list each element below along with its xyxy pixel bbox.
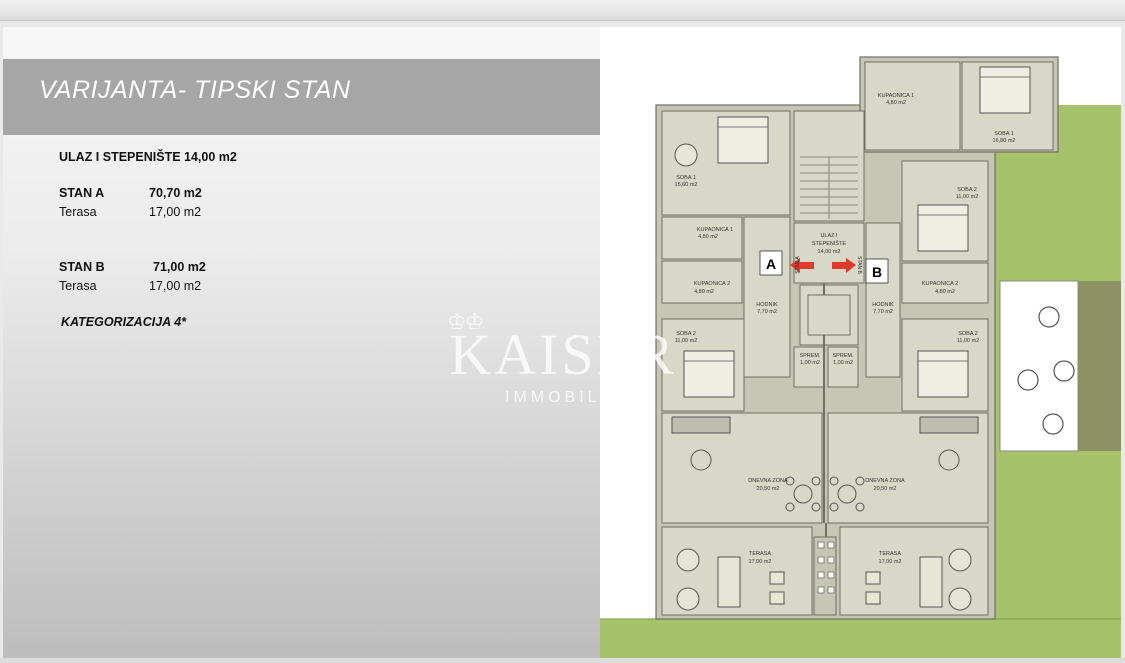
site-hedge: [1078, 281, 1121, 451]
label-stan-a-vertical: STAN A: [795, 256, 801, 274]
info-panel: VARIJANTA- TIPSKI STAN ULAZ I STEPENIŠTE…: [3, 27, 600, 658]
bed-icon: [917, 204, 969, 252]
stan-a-area: 70,70 m2: [149, 186, 202, 200]
dining-table-icon: [837, 484, 857, 504]
grass-strip: [600, 619, 1121, 658]
label-hodnik-b-area: 7,70 m2: [873, 309, 893, 315]
shaft: [813, 536, 837, 616]
tree-icon: [1017, 369, 1039, 391]
label-hodnik-b: HODNIK: [872, 302, 894, 308]
label-dnevna-b-area: 20,50 m2: [874, 486, 897, 492]
label-spremiste-b-area: 1,00 m2: [833, 360, 853, 366]
label-spremiste-b: SPREM.: [832, 353, 854, 359]
lounger-icon: [717, 556, 741, 608]
room-hodnik-a: [743, 216, 791, 378]
tree-icon: [1038, 306, 1060, 328]
title-band: [3, 59, 600, 135]
label-kupaonica1-a-area: 4,80 m2: [698, 234, 718, 240]
label-ulaz-area: 14,00 m2: [818, 249, 841, 255]
table-icon: [690, 449, 712, 471]
label-soba1-top: SOBA 1: [994, 131, 1014, 137]
label-kupaonica-top: KUPAONICA 1: [878, 93, 914, 99]
room-kupaonica-top: [864, 61, 961, 151]
label-soba2-b: SOBA 2: [957, 187, 977, 193]
room-hodnik-b: [865, 222, 901, 378]
label-soba1-a: SOBA 1: [676, 175, 696, 181]
label-soba1-a-area: 15,60 m2: [675, 182, 698, 188]
arrow-right-icon: [832, 258, 856, 273]
entrance-info: ULAZ I STEPENIŠTE 14,00 m2: [59, 150, 237, 164]
bed-icon: [683, 350, 735, 398]
plant-icon: [676, 587, 700, 611]
marker-b: B: [872, 264, 882, 280]
floor-plan: A B KUPAONICA 1 4,80 m2 SOBA 1 16,80 m2 …: [600, 27, 1121, 658]
stan-b-terrace-area: 17,00 m2: [149, 279, 202, 293]
sofa-icon: [671, 416, 731, 434]
label-ulaz: ULAZ I: [820, 233, 838, 239]
label-dnevna-b: DNEVNA ZONA: [865, 478, 905, 484]
label-soba2b-b: SOBA 2: [958, 331, 978, 337]
plant-icon: [948, 548, 972, 572]
stan-a-terrace-label: Terasa: [59, 205, 97, 219]
bed-icon: [717, 116, 769, 164]
category-label: KATEGORIZACIJA 4*: [61, 315, 187, 329]
lounger-icon: [919, 556, 943, 608]
label-soba2-a-area: 11,00 m2: [675, 338, 698, 344]
label-terasa-b: TERASA: [879, 551, 901, 557]
sofa-icon: [919, 416, 979, 434]
label-stan-b-vertical: STAN B: [856, 256, 862, 274]
label-kupaonica2-b-area: 4,80 m2: [935, 289, 955, 295]
table-icon: [938, 449, 960, 471]
tree-icon: [1042, 413, 1064, 435]
bed-icon: [917, 350, 969, 398]
label-hodnik-a: HODNIK: [756, 302, 778, 308]
label-dnevna-a-area: 20,50 m2: [757, 486, 780, 492]
label-kupaonica-top-area: 4,80 m2: [886, 100, 906, 106]
stan-a-terrace-area: 17,00 m2: [149, 205, 202, 219]
plant-icon: [676, 548, 700, 572]
floor-plan-drawing: A B KUPAONICA 1 4,80 m2 SOBA 1 16,80 m2 …: [600, 56, 1121, 658]
marker-a: A: [766, 256, 776, 272]
bed-icon: [979, 66, 1031, 114]
room-spremiste-a: [793, 346, 825, 388]
room-spremiste-b: [827, 346, 859, 388]
label-soba2b-b-area: 11,00 m2: [957, 338, 980, 344]
top-window-bar: [0, 0, 1125, 21]
label-hodnik-a-area: 7,70 m2: [757, 309, 777, 315]
label-soba2-b-area: 11,00 m2: [956, 194, 979, 200]
label-stepeniste: STEPENIŠTE: [812, 240, 847, 247]
presentation-slide: VARIJANTA- TIPSKI STAN ULAZ I STEPENIŠTE…: [3, 27, 1121, 658]
dining-table-icon: [793, 484, 813, 504]
label-terasa-a-area: 17,00 m2: [749, 559, 772, 565]
entrance-arrows: [790, 258, 856, 273]
label-soba1-top-area: 16,80 m2: [993, 138, 1016, 144]
arrow-left-icon: [790, 258, 814, 273]
label-dnevna-a: DNEVNA ZONA: [748, 478, 788, 484]
label-kupaonica2-a: KUPAONICA 2: [694, 281, 730, 287]
plant-icon: [674, 143, 698, 167]
bottom-bar: [0, 658, 1125, 663]
slide-title: VARIJANTA- TIPSKI STAN: [39, 76, 351, 104]
room-kupaonica1-a: [661, 216, 743, 260]
label-terasa-b-area: 17,00 m2: [879, 559, 902, 565]
entrance-hall: [793, 222, 865, 284]
room-kupaonica2-a: [661, 260, 743, 304]
label-soba2-a: SOBA 2: [676, 331, 696, 337]
stan-b-terrace-label: Terasa: [59, 279, 97, 293]
plant-icon: [948, 587, 972, 611]
tree-icon: [1053, 360, 1075, 382]
stan-a-label: STAN A: [59, 186, 105, 200]
marker-a-box: [759, 250, 783, 276]
label-kupaonica2-a-area: 4,80 m2: [694, 289, 714, 295]
stan-b-area: 71,00 m2: [153, 260, 206, 274]
label-spremiste-a: SPREM.: [799, 353, 821, 359]
room-kupaonica2-b: [901, 262, 989, 304]
stan-b-label: STAN B: [59, 260, 105, 274]
label-terasa-a: TERASA: [749, 551, 771, 557]
label-kupaonica2-b: KUPAONICA 2: [922, 281, 958, 287]
label-spremiste-a-area: 1,00 m2: [800, 360, 820, 366]
marker-b-box: [865, 258, 889, 284]
label-kupaonica1-a: KUPAONICA 1: [697, 227, 733, 233]
